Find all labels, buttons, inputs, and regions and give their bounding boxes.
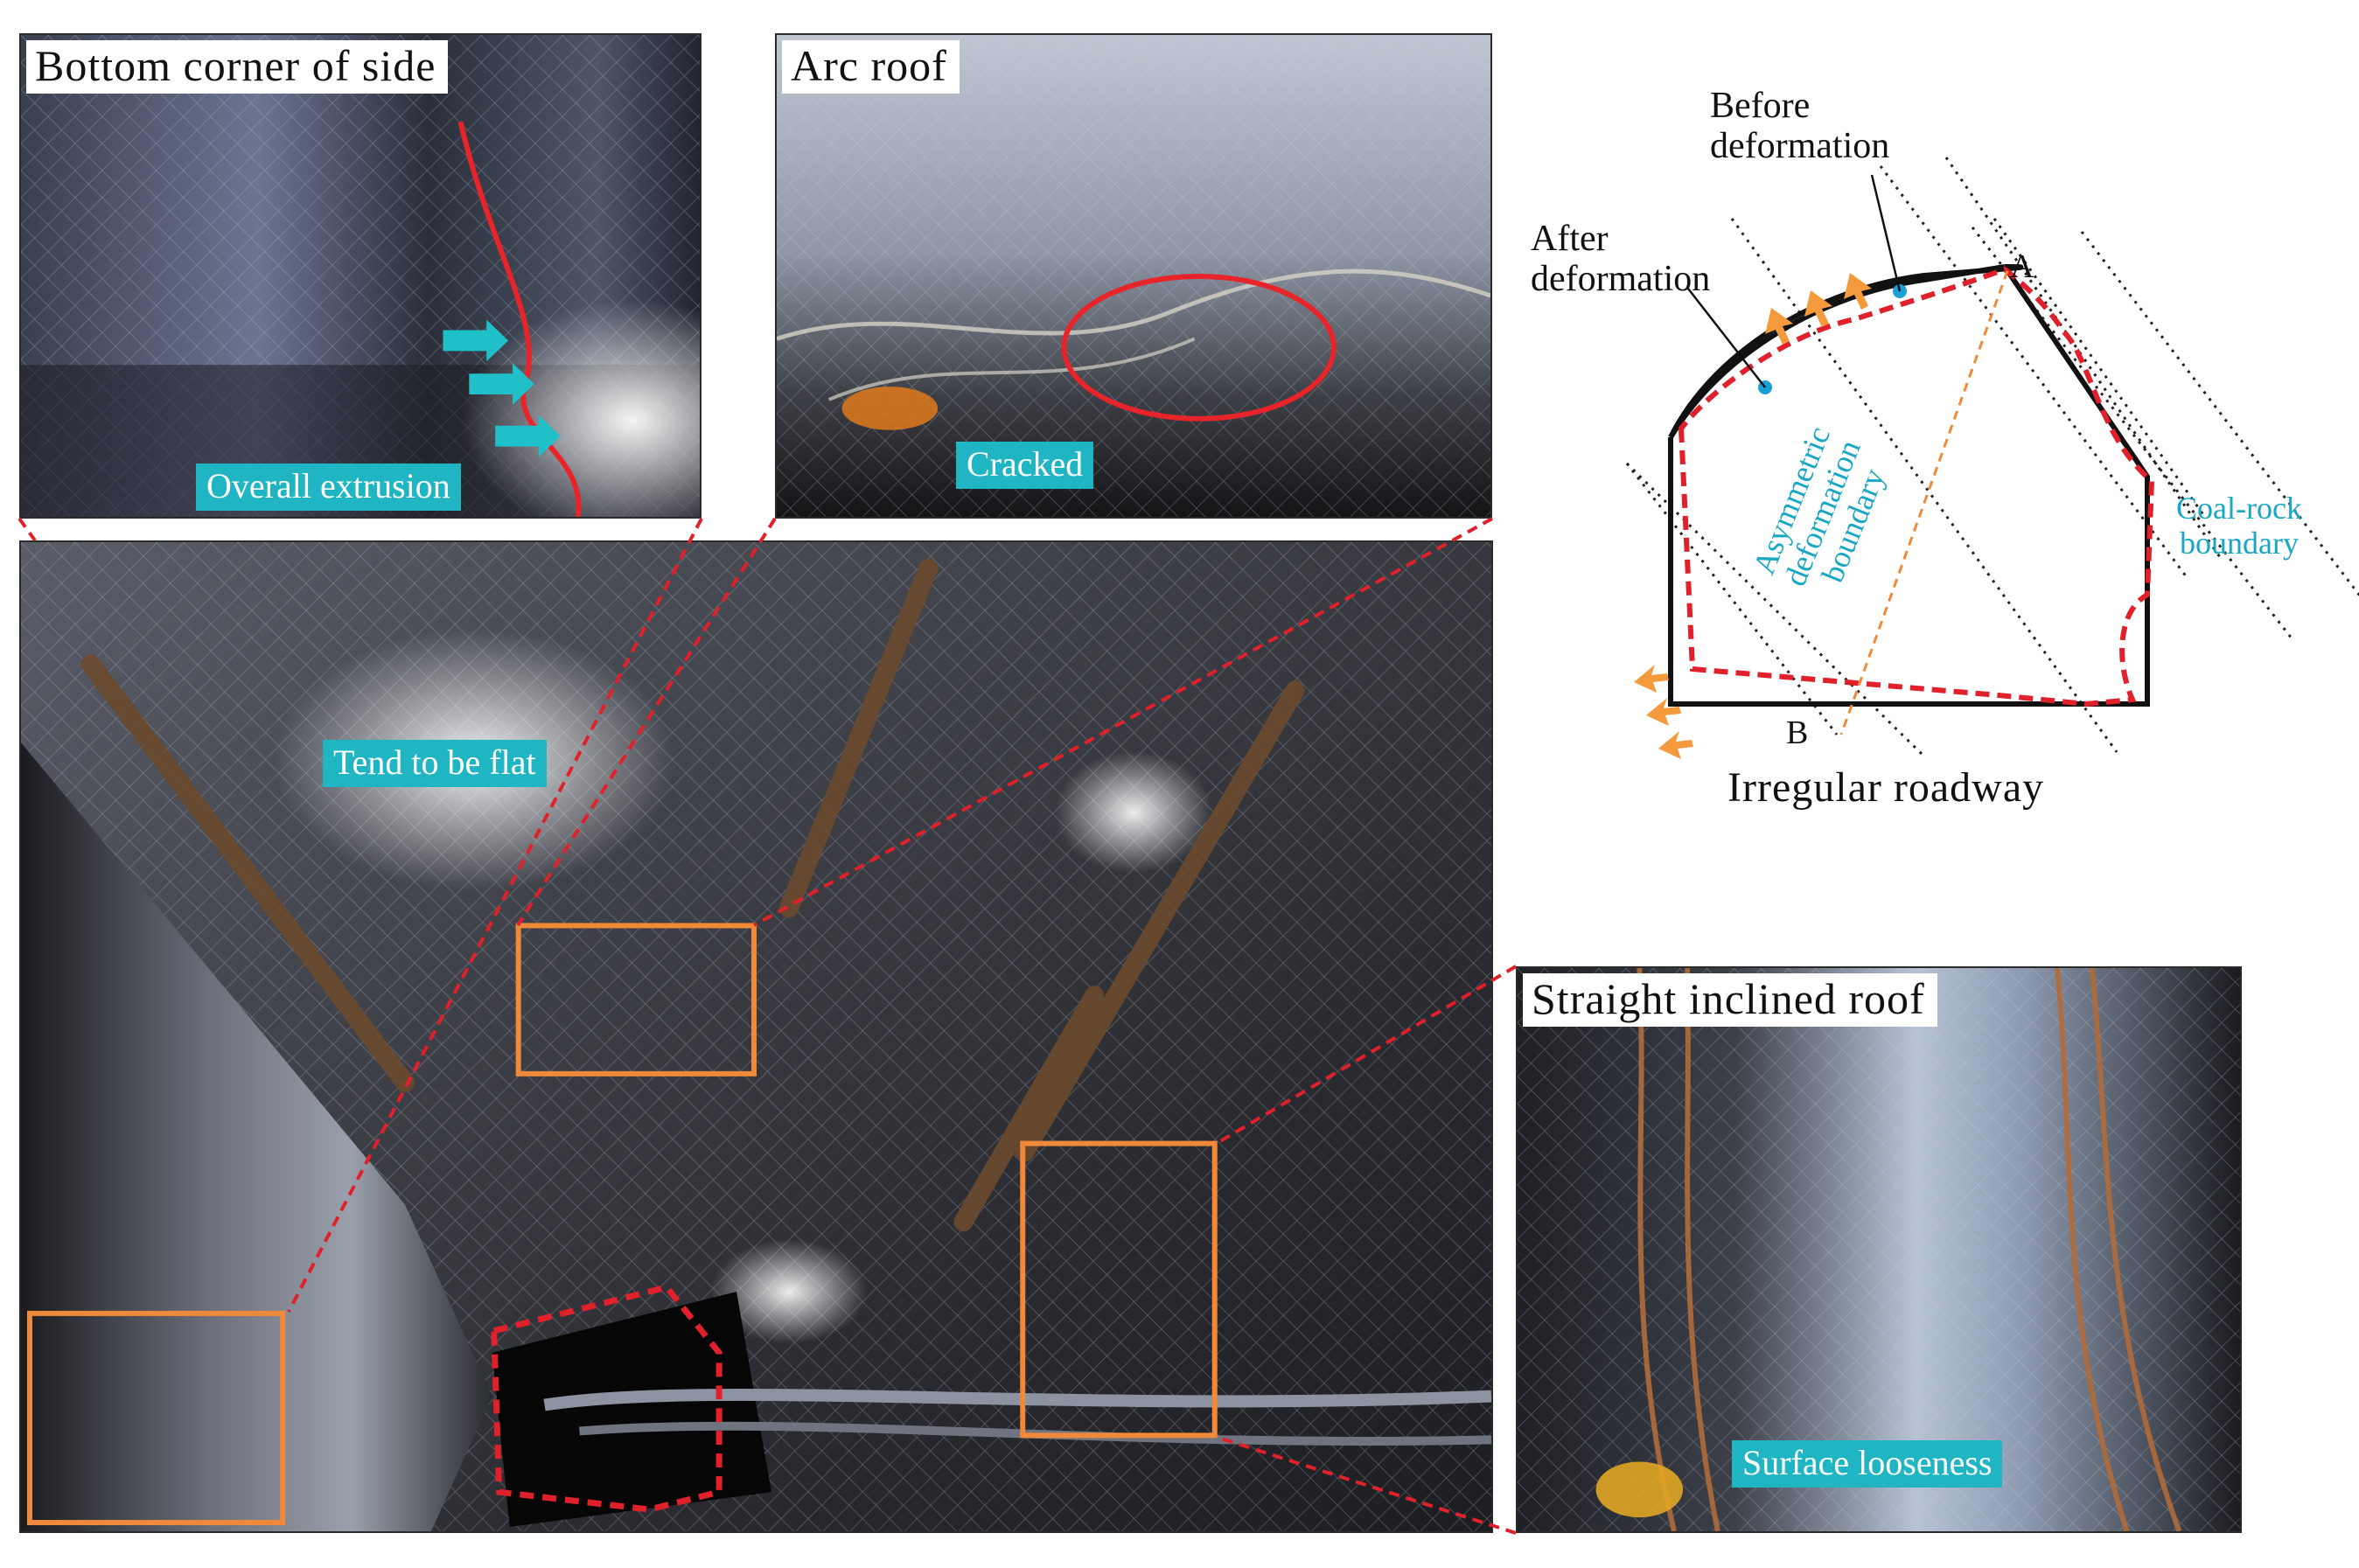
tend-to-be-flat-tag: Tend to be flat (323, 740, 547, 787)
main-roadway-photo (21, 542, 1491, 1531)
arc-roof-title: Arc roof (782, 40, 960, 94)
photo-main-roadway: Tend to be flat (19, 540, 1493, 1533)
point-b-label: B (1786, 714, 1809, 751)
arc-roof-photo (777, 35, 1490, 517)
roadway-section-svg (1625, 157, 2359, 759)
straight-roof-photo (1518, 968, 2240, 1531)
photo-bottom-corner: Bottom corner of side Overall extrusion (19, 33, 701, 519)
cracked-tag: Cracked (956, 442, 1094, 489)
bottom-corner-title: Bottom corner of side (26, 40, 449, 94)
photo-arc-roof: Arc roof Cracked (775, 33, 1492, 519)
after-deformation-label: After deformation (1531, 219, 1711, 300)
surface-looseness-tag: Surface looseness (1732, 1440, 2003, 1488)
overall-extrusion-tag: Overall extrusion (196, 463, 461, 511)
point-a-label: A (2010, 248, 2034, 285)
bottom-corner-photo (21, 35, 700, 517)
before-deformation-label: Before deformation (1710, 86, 1890, 167)
photo-straight-inclined-roof: Straight inclined roof Surface looseness (1516, 966, 2242, 1533)
coal-rock-boundary-label: Coal-rock boundary (2176, 491, 2302, 561)
straight-roof-title: Straight inclined roof (1523, 973, 1937, 1027)
irregular-roadway-diagram: Before deformation After deformation A B… (1504, 70, 2359, 840)
irregular-roadway-caption: Irregular roadway (1727, 764, 2045, 811)
